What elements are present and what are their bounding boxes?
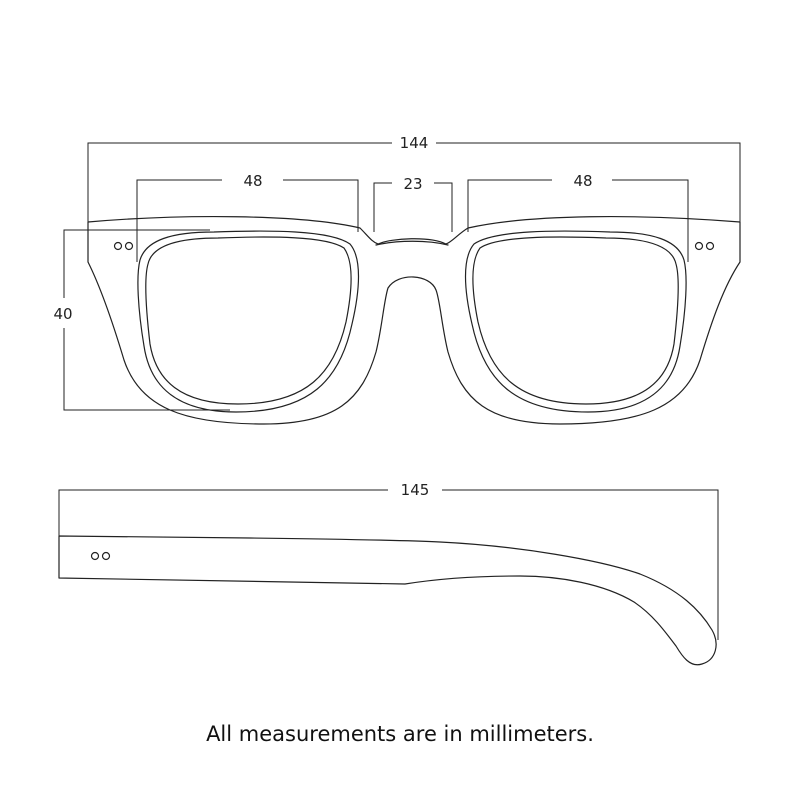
front-view [87, 216, 741, 425]
left-rivet-1 [113, 241, 123, 251]
temple-length-line [58, 489, 719, 640]
temple-arm-outline [58, 535, 717, 666]
left-rivet-2 [124, 241, 134, 251]
side-dimension-lines [58, 489, 719, 640]
left-lens-width-label: 48 [243, 172, 262, 190]
right-rivet-1 [694, 241, 704, 251]
left-lens-width-line [136, 179, 359, 262]
temple-rivet-2 [101, 551, 111, 561]
bridge-width-label: 23 [403, 175, 422, 193]
lens-height-label: 40 [53, 305, 72, 323]
total-width-label: 144 [400, 134, 429, 152]
right-lens-width-label: 48 [573, 172, 592, 190]
right-lens-inner [472, 236, 679, 405]
measurement-units-note: All measurements are in millimeters. [206, 722, 594, 746]
temple-rivet-1 [90, 551, 100, 561]
right-rivet-2 [705, 241, 715, 251]
front-dimension-lines [63, 142, 741, 411]
left-lens-outer [137, 230, 360, 413]
side-view [58, 535, 717, 666]
temple-length-label: 145 [401, 481, 430, 499]
frame-outline [87, 216, 741, 425]
front-dimension-labels: 144 48 23 48 40 [53, 134, 592, 323]
lens-height-line [63, 229, 230, 411]
right-lens-width-line [467, 179, 689, 262]
bridge-width-line [373, 182, 453, 232]
total-width-line [87, 142, 741, 222]
left-lens-inner [145, 236, 352, 405]
bridge-top-line [375, 240, 449, 246]
right-lens-outer [464, 230, 687, 413]
